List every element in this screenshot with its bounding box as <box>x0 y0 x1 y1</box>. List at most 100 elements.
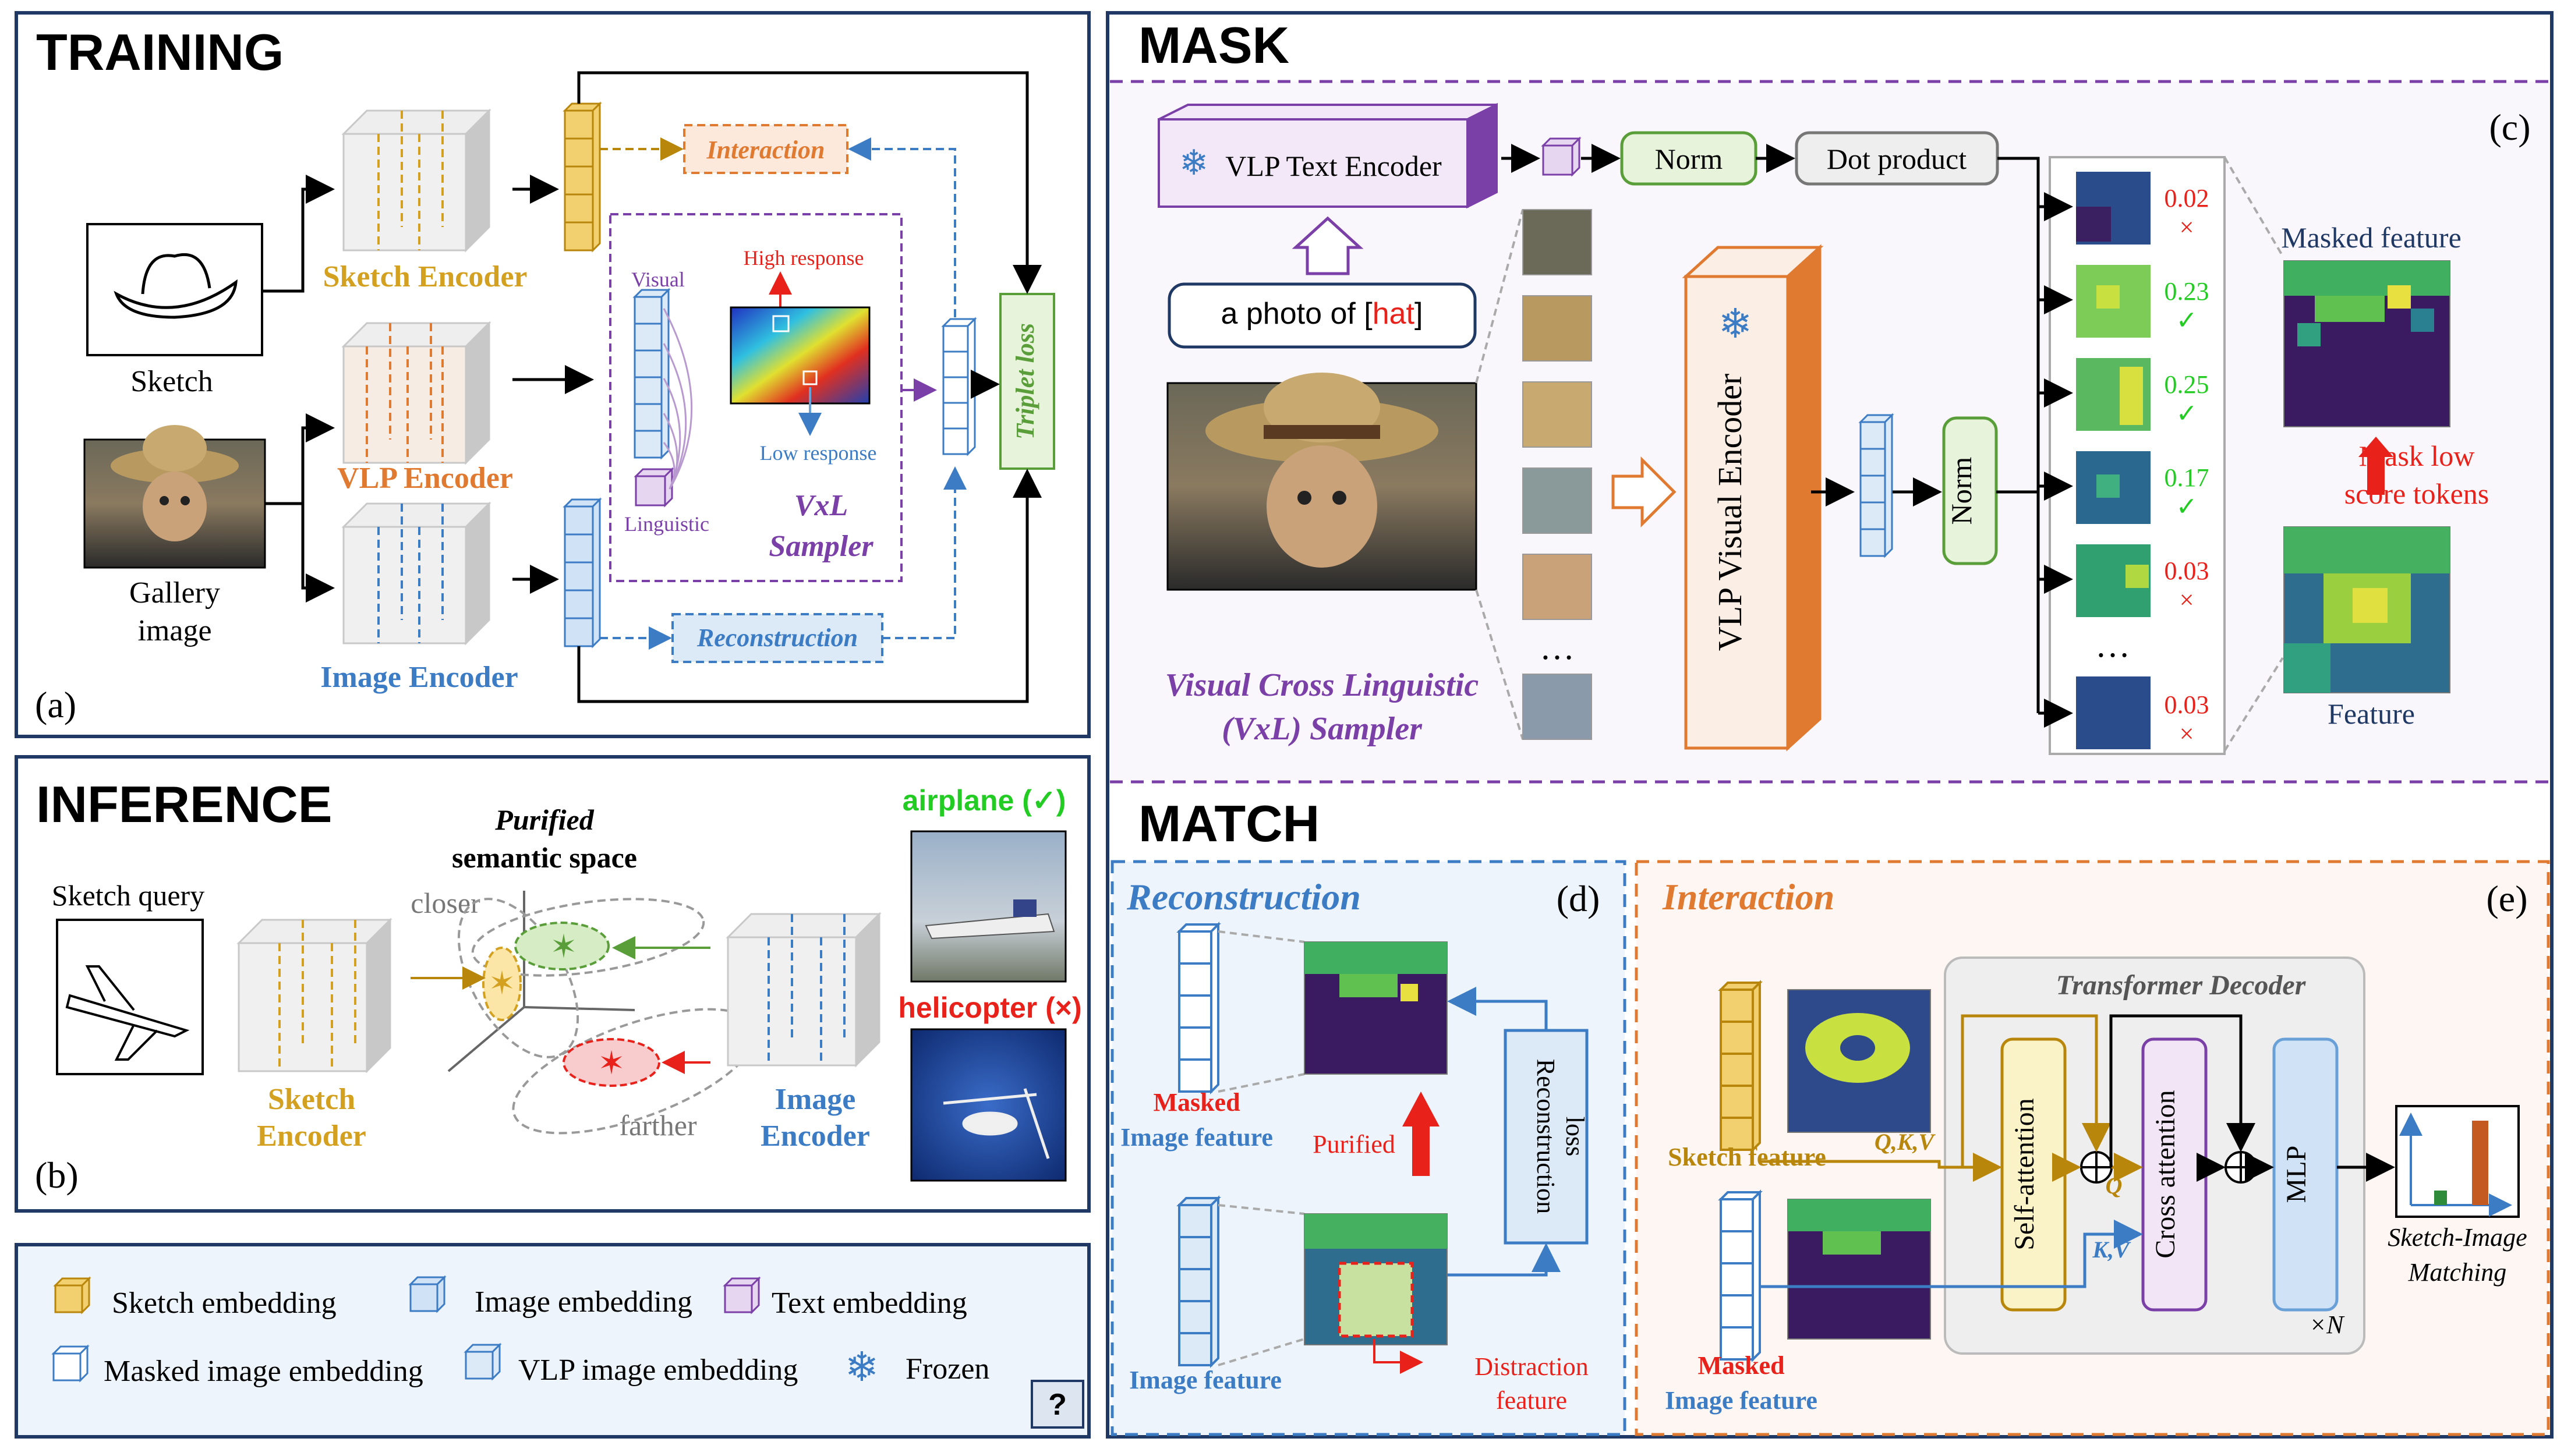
inference-title: INFERENCE <box>36 775 333 833</box>
airplane-photo <box>910 830 1067 983</box>
distraction-feature-map <box>1304 1213 1448 1345</box>
linguistic-attention-arcs <box>663 308 693 490</box>
vxl-sampler-label-1: Visual Cross Linguistic <box>1165 667 1479 703</box>
legend-image-embedding-swatch <box>408 1275 447 1313</box>
prompt-up-arrow <box>1292 216 1364 275</box>
mlp-box <box>2272 1037 2339 1312</box>
xn-label: ×N <box>2309 1310 2345 1339</box>
matching-label-2: Matching <box>2408 1258 2507 1287</box>
masked-feature-label-2: Image feature <box>1120 1123 1273 1152</box>
score-mark: × <box>2180 213 2194 242</box>
distraction-label-2: feature <box>1496 1386 1567 1415</box>
score-values: 0.02 × 0.23 ✓ 0.25 ✓ 0.17 ✓ 0.03 × 0.03 … <box>2165 184 2209 748</box>
panel-training <box>15 11 1091 738</box>
vlp-encoder-block <box>341 321 491 465</box>
text-encoder-snowflake-icon: ❄ <box>1179 144 1208 182</box>
legend-text-embedding-swatch <box>723 1276 761 1315</box>
vlp-embedding-column <box>632 288 671 460</box>
masked-image-feature-column-e <box>1718 1189 1763 1362</box>
match-title: MATCH <box>1138 795 1320 852</box>
feature-map <box>2283 526 2450 693</box>
mask-low-label-2: score tokens <box>2344 477 2489 510</box>
reconstruction-label: Reconstruction <box>696 624 858 652</box>
training-title: TRAINING <box>36 23 284 81</box>
interaction-box <box>683 124 848 174</box>
farther-label: farther <box>619 1109 697 1142</box>
image-feature-label: Image feature <box>1129 1366 1282 1394</box>
input-connectors <box>262 175 335 603</box>
vxl-sampler-label-2: (VxL) Sampler <box>1222 711 1423 747</box>
reconstruction-loss-label-2: loss <box>1561 1117 1589 1156</box>
image-encoder-label: Image Encoder <box>320 661 518 694</box>
gallery-label-2: image <box>137 614 211 647</box>
kv-label: K,V <box>2092 1237 2131 1263</box>
masked-feature-map-e <box>1787 1199 1931 1340</box>
reconstruction-loss-label-1: Reconstruction <box>1532 1059 1560 1214</box>
svg-text:✶: ✶ <box>489 966 516 1002</box>
score-mark: × <box>2180 720 2194 748</box>
sketch-embedding-column <box>563 101 602 253</box>
score-value: 0.23 <box>2165 277 2209 306</box>
svg-text:✶: ✶ <box>598 1046 625 1082</box>
airplane-sketch-icon <box>65 965 190 1061</box>
masked-feature-label: Masked feature <box>2281 221 2462 254</box>
loss-to-purified-arrow <box>1447 987 1548 1030</box>
sketch-encoder-label: Sketch Encoder <box>323 260 528 293</box>
visual-encoder-label: VLP Visual Encoder <box>1711 374 1749 651</box>
help-button[interactable] <box>1031 1380 1084 1429</box>
triplet-connectors <box>577 71 1042 703</box>
score-thumbnails <box>2076 172 2151 749</box>
helicopter-photo <box>910 1028 1067 1182</box>
feature-label: Feature <box>2328 697 2415 730</box>
matching-label-1: Sketch-Image <box>2388 1223 2527 1252</box>
dot-product-bus <box>1997 157 2040 713</box>
text-embedding-cube <box>634 467 674 508</box>
legend-sketch-embedding-swatch <box>53 1276 91 1315</box>
inference-image-encoder-block <box>726 912 882 1068</box>
qkv-label: Q,K,V <box>1875 1129 1936 1155</box>
encoder-output-arrows <box>512 175 594 594</box>
score-mark: ✓ <box>2176 493 2198 521</box>
score-value: 0.03 <box>2165 690 2209 719</box>
text-encoder-label: VLP Text Encoder <box>1225 150 1442 182</box>
mask-title: MASK <box>1138 16 1289 74</box>
airplane-photo-icon <box>925 899 1055 940</box>
inference-image-encoder-label-2: Encoder <box>761 1120 870 1153</box>
vlp-visual-encoder-block <box>1682 244 1824 752</box>
legend-sketch-embedding: Sketch embedding <box>112 1287 337 1320</box>
masked-feature-map <box>2283 260 2450 427</box>
legend-masked-embedding-swatch <box>51 1344 90 1383</box>
vlp-encoder-label: VLP Encoder <box>337 462 513 495</box>
vlp-text-encoder-block <box>1158 102 1498 209</box>
interaction-label: Interaction <box>706 136 825 164</box>
mask-low-label-1: Mask low <box>2359 440 2475 472</box>
matching-bar <box>2472 1121 2488 1205</box>
legend-text-embedding: Text embedding <box>772 1287 967 1320</box>
masked-image-embedding-column <box>941 317 977 456</box>
score-mark: ✓ <box>2176 399 2198 428</box>
inference-sketch-encoder-block <box>236 917 392 1074</box>
score-value: 0.02 <box>2165 184 2209 212</box>
patches-to-encoder-arrow <box>1611 456 1677 528</box>
score-ellipsis: … <box>2095 626 2130 664</box>
linguistic-label: Linguistic <box>624 512 709 536</box>
matching-chart <box>2395 1105 2520 1218</box>
cat-with-hat-icon <box>1205 373 1438 568</box>
purified-label: Purified <box>1313 1130 1395 1159</box>
vertical-norm-label: Norm <box>1945 457 1978 525</box>
purified-label-1: Purified <box>494 803 594 836</box>
high-response-label: High response <box>744 246 864 270</box>
reconstruction-loss-box <box>1504 1029 1589 1245</box>
score-arrows <box>2038 192 2073 728</box>
training-dashed-flows <box>600 137 967 650</box>
legend-image-embedding: Image embedding <box>475 1285 692 1319</box>
matching-bar <box>2434 1191 2447 1205</box>
vxl-label-1: VxL <box>794 489 848 522</box>
triplet-loss-label: Triplet loss <box>1011 323 1039 440</box>
masked-label-e-1: Masked <box>1697 1351 1784 1380</box>
sketch-query-image <box>56 919 204 1075</box>
score-mark: × <box>2180 586 2194 614</box>
distraction-label-1: Distraction <box>1474 1352 1589 1381</box>
response-heatmap <box>730 306 871 405</box>
